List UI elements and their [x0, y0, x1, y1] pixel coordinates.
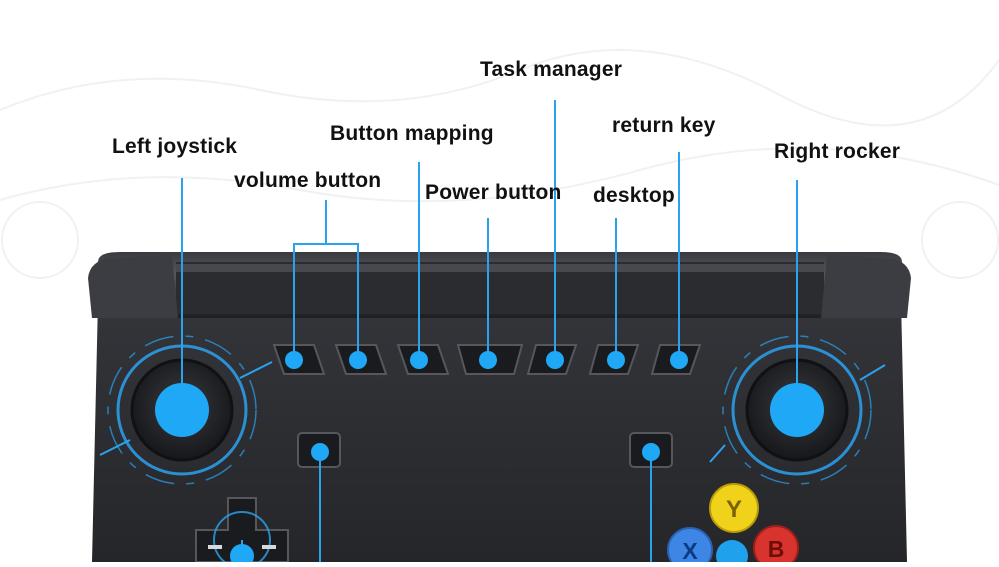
marker-button-mapping [410, 351, 428, 369]
y-button-letter: Y [726, 496, 742, 523]
face-buttons: Y X B [667, 483, 799, 567]
x-button-letter: X [682, 538, 698, 562]
label-button-mapping: Button mapping [330, 122, 494, 145]
marker-left-joystick [155, 383, 209, 437]
label-volume-button: volume button [234, 169, 382, 192]
marker-power-button [479, 351, 497, 369]
label-task-manager: Task manager [480, 58, 623, 81]
y-button [709, 483, 759, 533]
dpad-graphic [195, 497, 289, 567]
marker-volume-up [349, 351, 367, 369]
label-return-key: return key [612, 114, 716, 137]
x-button [667, 527, 713, 567]
markers [155, 351, 824, 567]
background-pattern [0, 49, 999, 279]
marker-right-rocker [770, 383, 824, 437]
b-button-letter: B [768, 536, 785, 562]
label-power-button: Power button [425, 181, 562, 204]
marker-volume-down [285, 351, 303, 369]
marker-left-small [311, 443, 329, 461]
marker-return-key [670, 351, 688, 369]
marker-task-manager [546, 351, 564, 369]
callout-volume-left [293, 200, 327, 360]
marker-right-small [642, 443, 660, 461]
callout-lines [181, 100, 798, 562]
label-left-joystick: Left joystick [112, 135, 238, 158]
b-button [753, 525, 799, 567]
callout-volume-right [326, 243, 359, 360]
marker-desktop [607, 351, 625, 369]
label-right-rocker: Right rocker [774, 140, 901, 163]
marker-dpad [230, 544, 254, 567]
label-desktop: desktop [593, 184, 675, 207]
